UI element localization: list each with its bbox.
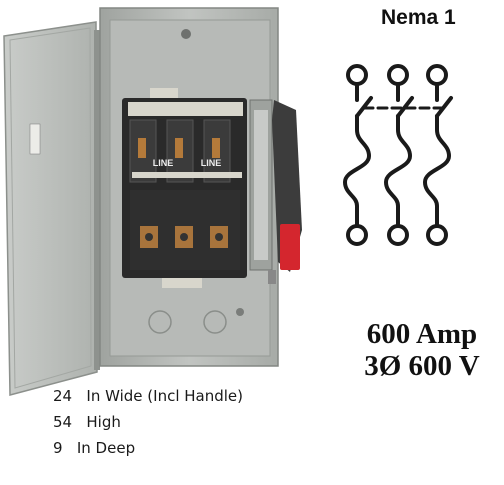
disconnect-switch-photo: LINE LINE xyxy=(3,7,302,396)
door-label xyxy=(29,123,41,155)
dimension-value: 9 xyxy=(53,439,63,457)
dimension-desc: High xyxy=(86,413,121,431)
dimension-desc: In Wide (Incl Handle) xyxy=(86,387,244,405)
dimension-desc: In Deep xyxy=(76,439,136,457)
nema-rating-title: Nema 1 xyxy=(381,6,456,29)
dimension-height: 54 High xyxy=(53,409,243,435)
dimensions-list: 24 In Wide (Incl Handle) 54 High 9 In De… xyxy=(53,383,243,461)
three-pole-switch-schematic xyxy=(342,64,453,246)
voltage-rating: 3Ø 600 V xyxy=(364,350,480,382)
line-label-right: LINE xyxy=(201,158,222,168)
dimension-value: 24 xyxy=(53,387,73,405)
switch-pole-1 xyxy=(342,64,373,246)
dimension-depth: 9 In Deep xyxy=(53,435,243,461)
line-label-left: LINE xyxy=(153,158,174,168)
amperage-rating: 600 Amp xyxy=(366,318,478,350)
switch-pole-2 xyxy=(383,64,414,246)
dimension-value: 54 xyxy=(53,413,73,431)
switch-pole-3 xyxy=(422,64,453,246)
dimension-width: 24 In Wide (Incl Handle) xyxy=(53,383,243,409)
enclosure-door xyxy=(3,21,98,396)
